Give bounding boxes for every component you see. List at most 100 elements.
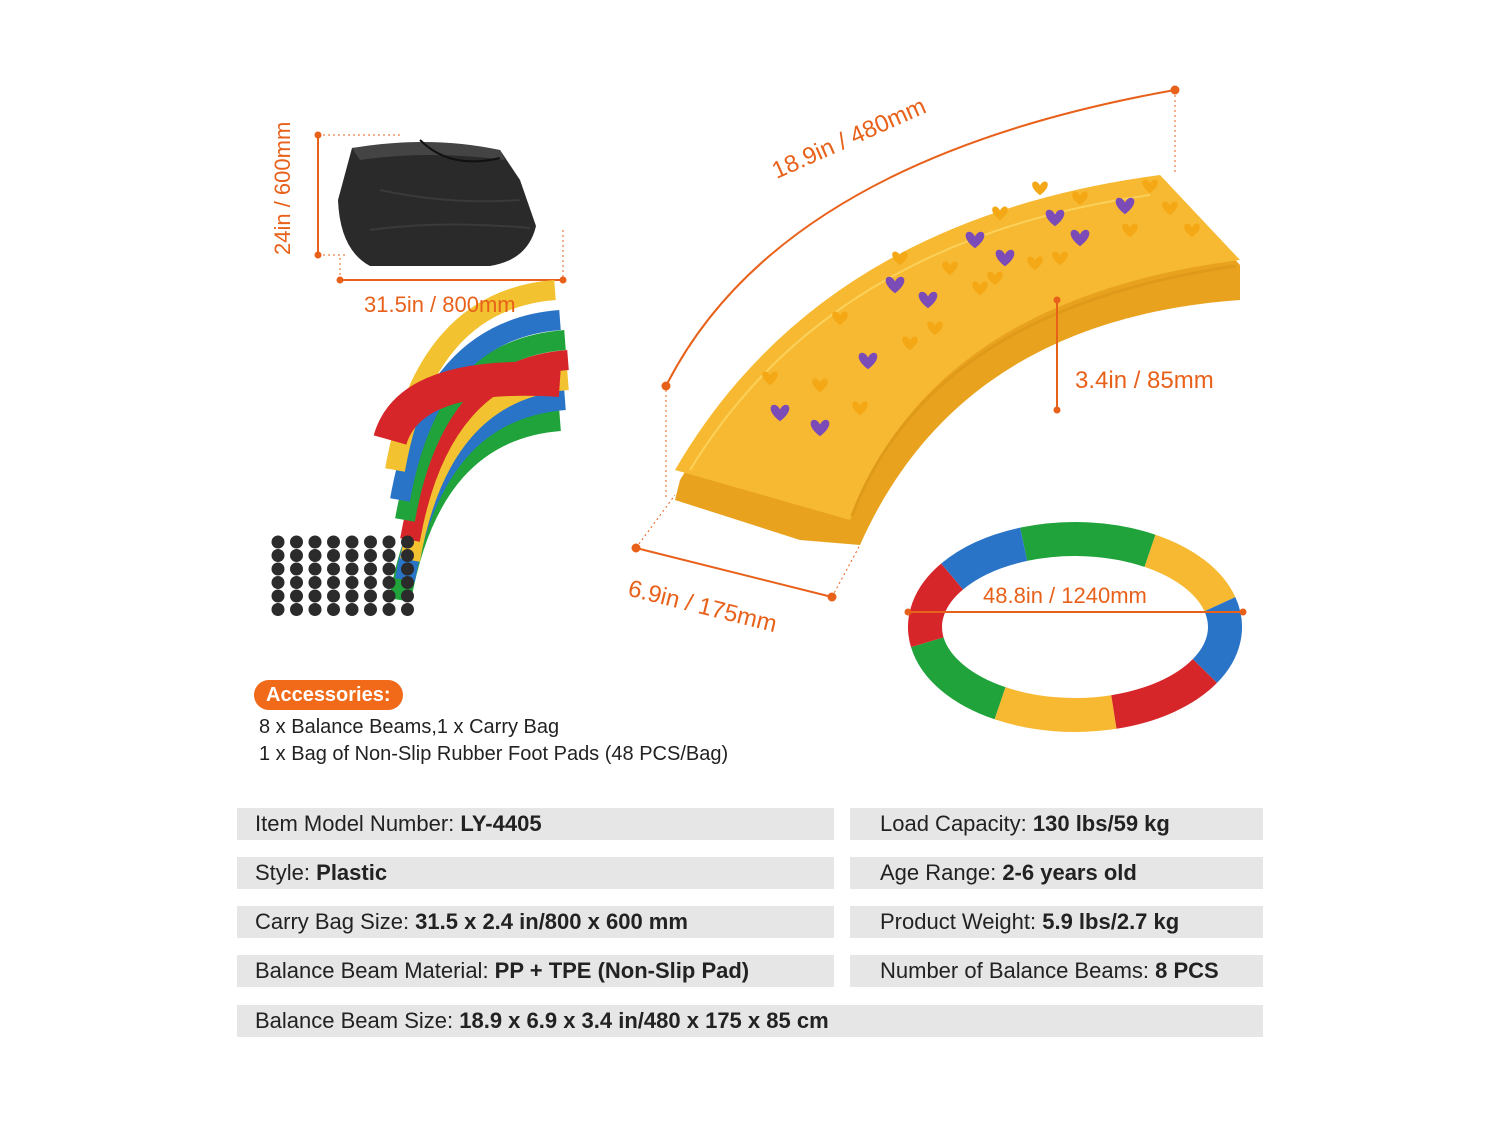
rubber-pads-image [271, 535, 414, 616]
ring-beam-segment [1144, 534, 1236, 612]
rubber-pad [401, 576, 414, 589]
heart-bump [1142, 179, 1158, 194]
heart-bump [1045, 209, 1065, 227]
rubber-pad [271, 562, 285, 576]
beam-stack-image [373, 280, 569, 602]
heart-bump [770, 404, 790, 422]
heart-bump [1070, 229, 1090, 247]
spec-model-label: Item Model Number: [255, 811, 461, 836]
rubber-pad [345, 603, 359, 616]
rubber-pad [345, 549, 359, 562]
spec-material: Balance Beam Material: PP + TPE (Non-Sli… [237, 955, 834, 987]
ring-beam-segment [1192, 597, 1242, 683]
rubber-pad [382, 603, 396, 616]
beam-dimension-lines [631, 85, 1180, 602]
rubber-pad [364, 549, 377, 562]
spec-bag-size-label: Carry Bag Size: [255, 909, 416, 934]
heart-bump [965, 231, 985, 249]
spec-load-value: 130 lbs/59 kg [1032, 811, 1170, 836]
carry-bag-image [338, 139, 536, 266]
spec-count: Number of Balance Beams: 8 PCS [850, 955, 1263, 987]
heart-bump [987, 271, 1003, 286]
rubber-pad [327, 535, 340, 549]
rubber-pad [327, 549, 340, 562]
spec-style: Style: Plastic [237, 857, 834, 889]
beam-ring-image [908, 522, 1242, 732]
rubber-pad [327, 562, 340, 576]
rubber-pad [308, 589, 322, 603]
rubber-pad [290, 603, 303, 616]
heart-bump [1122, 223, 1138, 238]
heart-bump [885, 276, 905, 294]
spec-age-value: 2-6 years old [1002, 860, 1137, 885]
rubber-pad [271, 603, 285, 616]
bag-width-label: 31.5in / 800mm [364, 292, 516, 317]
accessories-line-1: 8 x Balance Beams,1 x Carry Bag [259, 716, 560, 738]
rubber-pad [308, 535, 322, 549]
heart-bump [892, 251, 908, 266]
rubber-pad [364, 603, 377, 616]
spec-beam-size-value: 18.9 x 6.9 x 3.4 in/480 x 175 x 85 cm [459, 1008, 829, 1033]
spec-load: Load Capacity: 130 lbs/59 kg [850, 808, 1263, 840]
spec-material-value: PP + TPE (Non-Slip Pad) [494, 958, 750, 983]
rubber-pad [345, 535, 359, 549]
heart-bump [762, 371, 778, 386]
spec-beam-size-label: Balance Beam Size: [255, 1008, 460, 1033]
heart-bump [1052, 251, 1068, 266]
heart-bump [852, 401, 868, 416]
rubber-pad [327, 603, 340, 616]
spec-age-label: Age Range: [880, 860, 1003, 885]
heart-bump [972, 281, 988, 296]
spec-count-value: 8 PCS [1155, 958, 1219, 983]
accessories-line-2: 1 x Bag of Non-Slip Rubber Foot Pads (48… [259, 743, 729, 765]
rubber-pad [308, 603, 322, 616]
bag-height-label: 24in / 600mm [270, 121, 295, 255]
rubber-pad [382, 549, 396, 562]
spec-model-value: LY-4405 [460, 811, 542, 836]
rubber-pad [345, 562, 359, 576]
spec-beam-size: Balance Beam Size: 18.9 x 6.9 x 3.4 in/4… [237, 1005, 1263, 1037]
rubber-pad [271, 589, 285, 603]
rubber-pad [382, 589, 396, 603]
rubber-pad [271, 535, 285, 549]
heart-bump [832, 311, 848, 326]
rubber-pad [327, 589, 340, 603]
heart-bump [992, 206, 1008, 221]
heart-bump [1032, 181, 1048, 196]
spec-age: Age Range: 2-6 years old [850, 857, 1263, 889]
spec-weight: Product Weight: 5.9 lbs/2.7 kg [850, 906, 1263, 938]
accessories-badge: Accessories: [254, 680, 403, 710]
heart-bump [858, 352, 878, 370]
heart-bump [942, 261, 958, 276]
heart-bump [918, 291, 938, 309]
ring-beam-segment [994, 687, 1117, 732]
rubber-pad [308, 549, 322, 562]
rubber-pad [345, 589, 359, 603]
rubber-pad [382, 576, 396, 589]
spec-weight-value: 5.9 lbs/2.7 kg [1042, 909, 1180, 934]
heart-bump [1162, 201, 1178, 216]
heart-bump [1184, 223, 1200, 238]
spec-material-label: Balance Beam Material: [255, 958, 495, 983]
ring-diameter-label: 48.8in / 1240mm [983, 583, 1147, 608]
spec-bag-size-value: 31.5 x 2.4 in/800 x 600 mm [415, 909, 688, 934]
spec-style-label: Style: [255, 860, 317, 885]
ring-diameter-line [904, 608, 1247, 616]
beam-height-label: 3.4in / 85mm [1075, 367, 1214, 394]
heart-bump [902, 336, 918, 351]
rubber-pad [401, 549, 414, 562]
rubber-pad [364, 562, 377, 576]
spec-style-value: Plastic [316, 860, 388, 885]
heart-bump [1027, 256, 1043, 271]
rubber-pad [290, 535, 303, 549]
ring-beam-segment [908, 563, 964, 648]
heart-bump [1115, 197, 1135, 215]
rubber-pad [327, 576, 340, 589]
heart-bump [995, 249, 1015, 267]
ring-beam-segment [911, 636, 1006, 720]
ring-beam-segment [1020, 522, 1156, 567]
rubber-pad [290, 576, 303, 589]
rubber-pad [382, 535, 396, 549]
rubber-pad [382, 562, 396, 576]
